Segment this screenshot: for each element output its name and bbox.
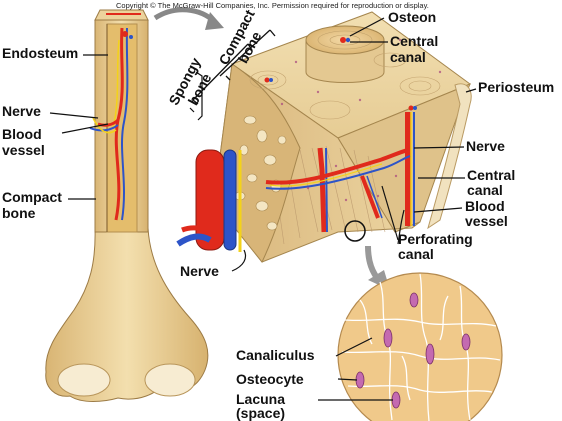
label-compact-bone-left-1: Compact xyxy=(2,189,62,205)
label-perforating-canal-1: Perforating xyxy=(398,231,473,247)
copyright-notice: Copyright © The McGraw-Hill Companies, I… xyxy=(116,1,429,10)
label-blood-vessel-left-1: Blood xyxy=(2,126,42,142)
long-bone xyxy=(45,9,209,402)
label-nerve-right: Nerve xyxy=(466,138,505,154)
label-nerve-left: Nerve xyxy=(2,103,41,119)
label-endosteum: Endosteum xyxy=(2,45,79,61)
label-compact-bone-left-2: bone xyxy=(2,205,36,221)
leader-lines xyxy=(49,17,477,401)
label-osteocyte: Osteocyte xyxy=(236,371,304,387)
bone-block xyxy=(176,11,472,263)
label-canaliculus: Canaliculus xyxy=(236,347,315,363)
label-periosteum: Periosteum xyxy=(478,79,555,95)
zoom-arrow-top xyxy=(153,7,217,24)
bone-region-bracket xyxy=(192,29,276,105)
label-central-canal-top-2: canal xyxy=(390,49,426,65)
label-central-canal-right-1: Central xyxy=(467,167,516,183)
label-lacuna-1: Lacuna xyxy=(236,391,286,407)
label-blood-vessel-right-1: Blood xyxy=(465,198,505,214)
label-central-canal-top-1: Central xyxy=(390,33,439,49)
label-nerve-bottom: Nerve xyxy=(180,263,219,279)
label-blood-vessel-right-2: vessel xyxy=(465,213,508,229)
label-osteon: Osteon xyxy=(388,9,437,25)
label-central-canal-right-2: canal xyxy=(467,182,503,198)
label-lacuna-2: (space) xyxy=(236,405,286,421)
label-blood-vessel-left-2: vessel xyxy=(2,142,45,158)
magnified-view xyxy=(337,272,503,421)
label-perforating-canal-2: canal xyxy=(398,246,434,262)
